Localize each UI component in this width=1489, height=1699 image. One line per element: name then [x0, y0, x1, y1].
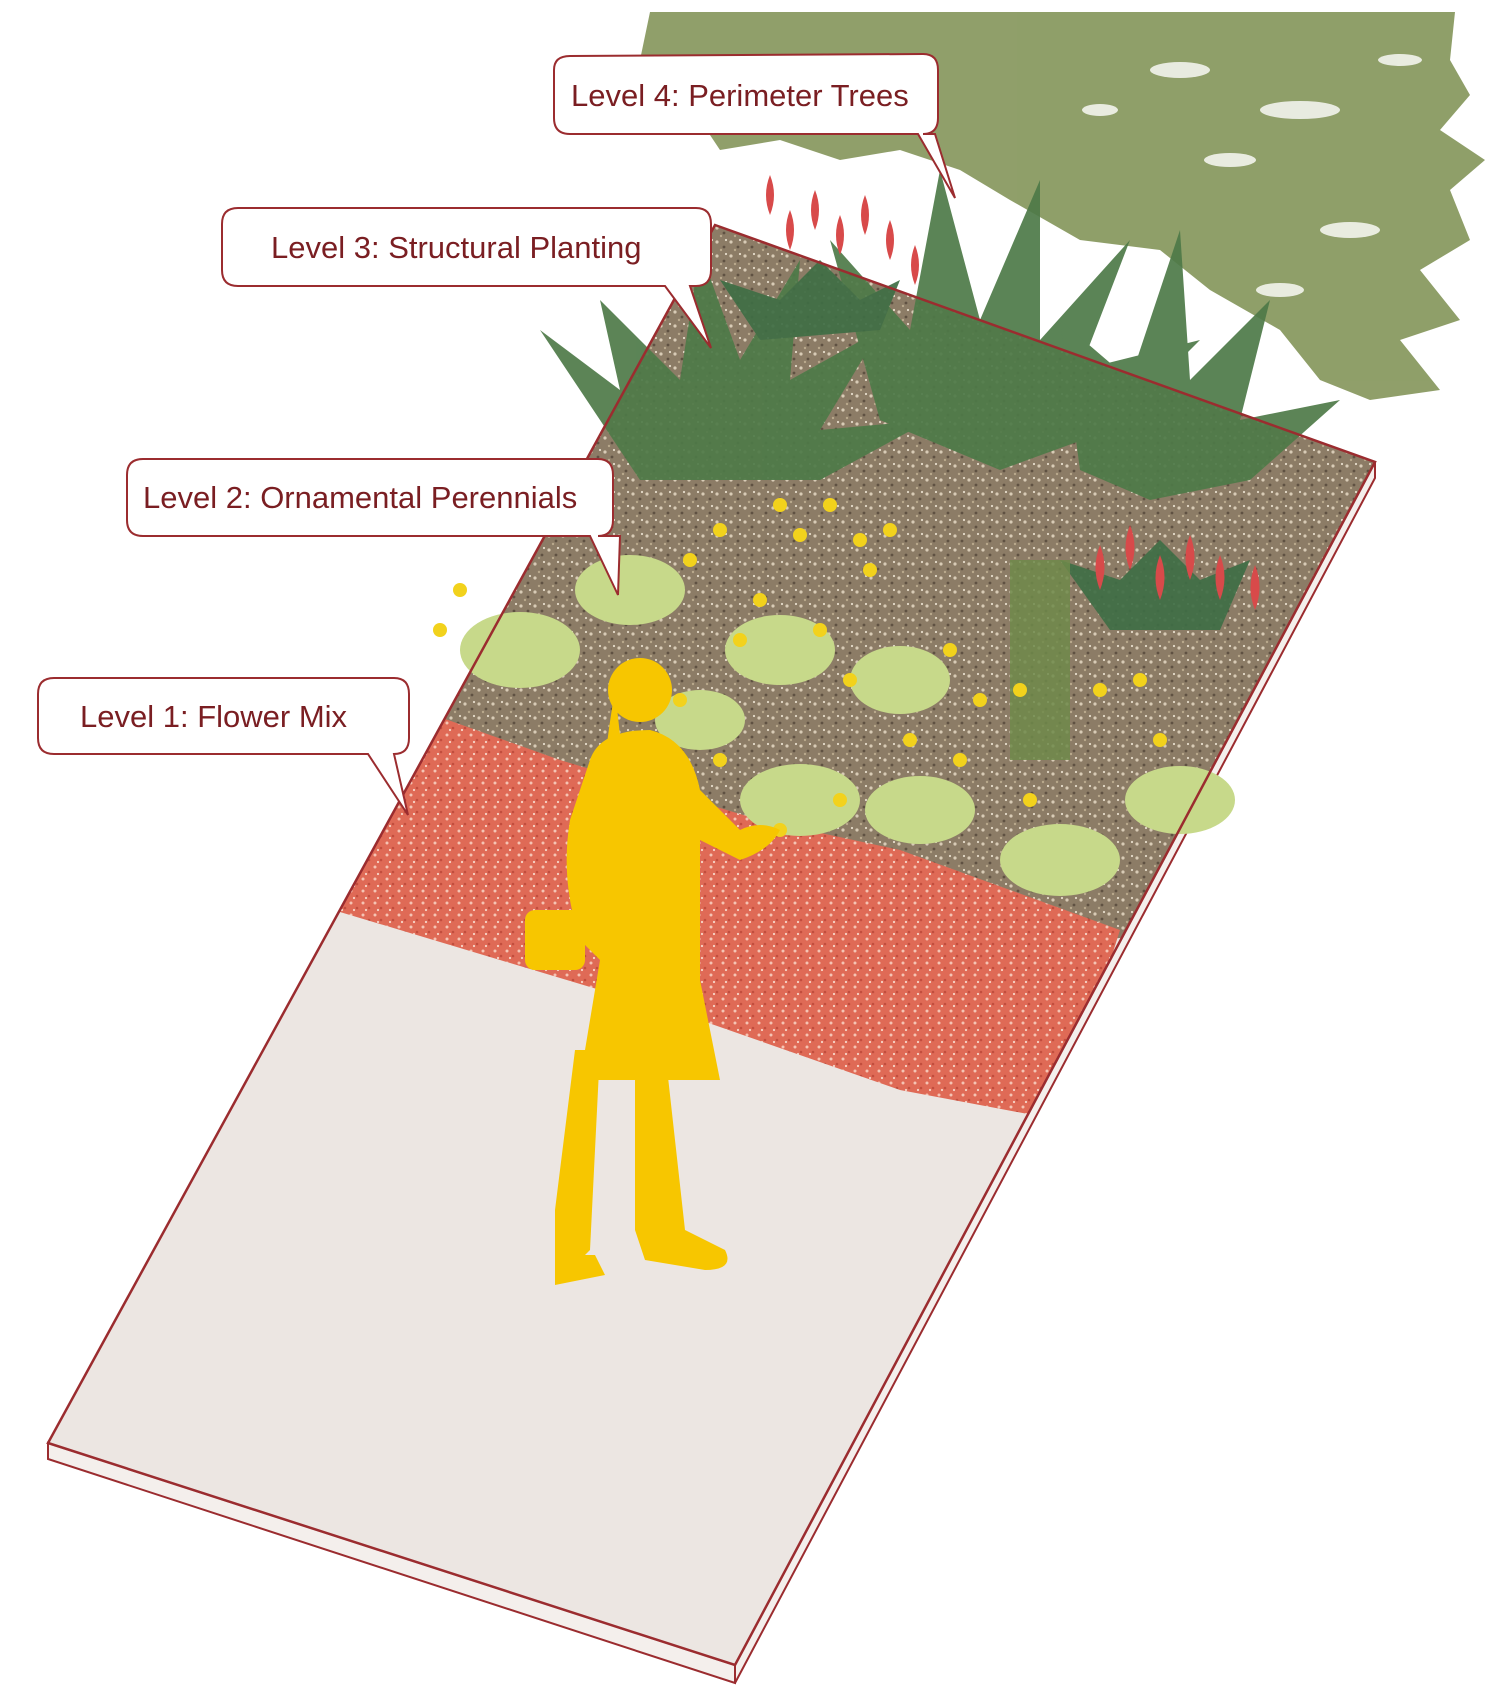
callout-level-3: Level 3: Structural Planting — [222, 208, 711, 348]
callout-label: Level 3: Structural Planting — [271, 230, 642, 265]
tree-trunk — [1010, 560, 1070, 760]
callout-label: Level 1: Flower Mix — [80, 699, 348, 734]
callout-level-1: Level 1: Flower Mix — [38, 678, 409, 815]
callout-level-4: Level 4: Perimeter Trees — [554, 54, 955, 198]
callout-label: Level 2: Ornamental Perennials — [143, 480, 577, 515]
callout-label: Level 4: Perimeter Trees — [571, 78, 909, 113]
